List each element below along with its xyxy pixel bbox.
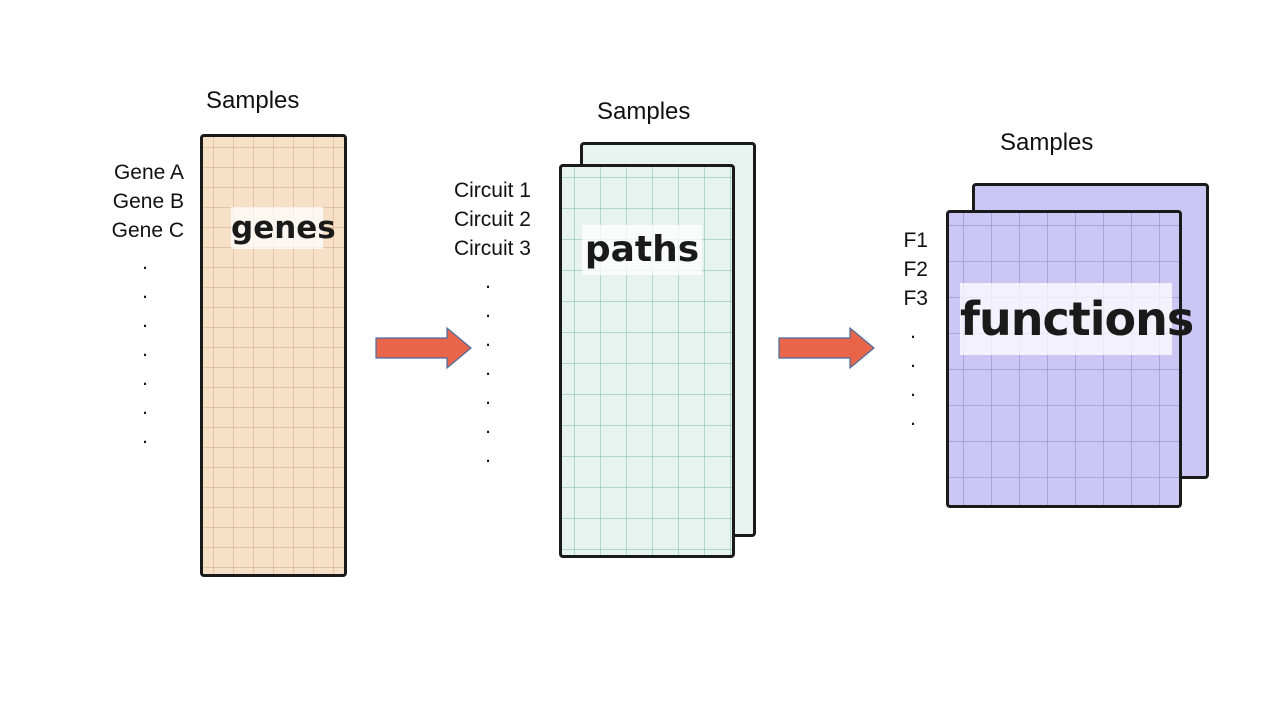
functions-matrix-label: functions (960, 283, 1194, 355)
gene-continuation-dots: . . . . . . . (135, 248, 155, 451)
row-label-gene-c: Gene C (111, 219, 184, 242)
functions-matrix: functions (946, 210, 1194, 508)
row-label-circuit-1: Circuit 1 (453, 179, 531, 202)
genes-matrix-label: genes (231, 207, 336, 249)
ellipsis-dot: . (910, 349, 916, 372)
row-label-gene-a: Gene A (113, 161, 184, 184)
genes-samples-label: Samples (206, 87, 300, 114)
genes-matrix: genes (200, 134, 347, 577)
paths-samples-label: Samples (597, 98, 691, 125)
functions-samples-label: Samples (1000, 129, 1094, 156)
paths-matrix-label: paths (582, 225, 702, 275)
row-label-circuit-3: Circuit 3 (453, 237, 531, 260)
row-label-circuit-2: Circuit 2 (453, 208, 531, 231)
ellipsis-dot: . (485, 357, 491, 380)
ellipsis-dot: . (485, 299, 491, 322)
right-arrow-icon (375, 326, 472, 370)
ellipsis-dot: . (142, 396, 148, 419)
ellipsis-dot: . (142, 309, 148, 332)
ellipsis-dot: . (485, 270, 491, 293)
function-row-labels: F1 F2 F3 (890, 226, 928, 313)
ellipsis-dot: . (910, 320, 916, 343)
paths-matrix: paths (559, 164, 735, 558)
ellipsis-dot: . (142, 251, 148, 274)
row-label-gene-b: Gene B (112, 190, 184, 213)
ellipsis-dot: . (485, 415, 491, 438)
ellipsis-dot: . (485, 328, 491, 351)
circuit-continuation-dots: . . . . . . . (478, 267, 498, 470)
function-continuation-dots: . . . . (903, 317, 923, 433)
ellipsis-dot: . (142, 367, 148, 390)
circuit-row-labels: Circuit 1 Circuit 2 Circuit 3 (436, 176, 531, 263)
right-arrow-icon (778, 326, 875, 370)
ellipsis-dot: . (485, 386, 491, 409)
ellipsis-dot: . (485, 444, 491, 467)
ellipsis-dot: . (142, 280, 148, 303)
ellipsis-dot: . (142, 425, 148, 448)
ellipsis-dot: . (910, 378, 916, 401)
gene-row-labels: Gene A Gene B Gene C (90, 158, 184, 245)
ellipsis-dot: . (910, 407, 916, 430)
row-label-f3: F3 (903, 287, 928, 310)
row-label-f2: F2 (903, 258, 928, 281)
row-label-f1: F1 (903, 229, 928, 252)
ellipsis-dot: . (142, 338, 148, 361)
